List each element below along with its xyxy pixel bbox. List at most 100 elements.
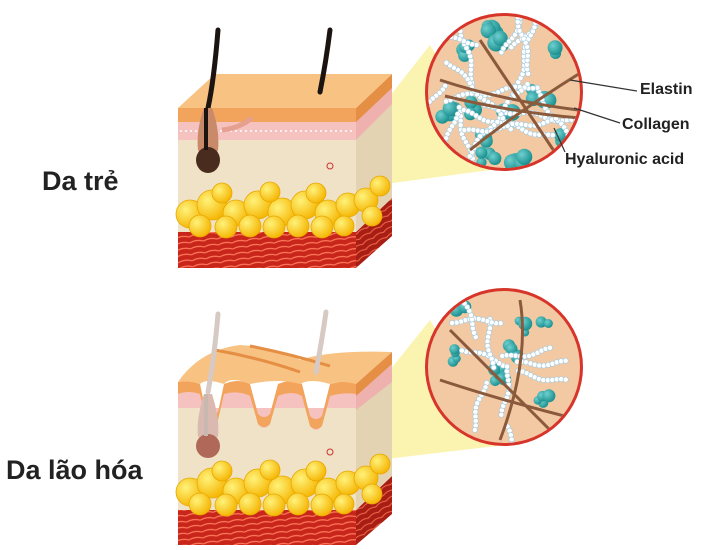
elastin-bead xyxy=(431,178,436,183)
hair-follicle xyxy=(196,27,254,173)
elastin-bead xyxy=(430,191,435,196)
elastin-bead xyxy=(428,35,432,42)
elastin-bead xyxy=(533,2,538,7)
epidermis-layer xyxy=(178,108,356,122)
elastin-bead xyxy=(430,182,435,187)
elastin-bead xyxy=(474,182,479,187)
elastin-bead xyxy=(452,0,457,4)
elastin-bead xyxy=(457,19,464,26)
elastin-bead xyxy=(457,16,464,17)
elastin-bead xyxy=(513,450,518,455)
elastin-bead xyxy=(532,16,539,17)
hyaluronic-molecule xyxy=(518,316,533,331)
elastin-bead xyxy=(552,1,557,6)
elastin-bead xyxy=(434,35,441,41)
elastin-bead xyxy=(521,7,526,12)
elastin-bead xyxy=(430,187,435,192)
elastin-bead xyxy=(387,29,392,34)
hyaluronic-acid-label: Hyaluronic acid xyxy=(565,151,685,168)
hyaluronic-molecule xyxy=(535,316,547,328)
elastin-bead xyxy=(549,132,556,139)
elastin-bead xyxy=(430,35,436,42)
hyaluronic-molecule xyxy=(492,30,508,46)
elastin-bead xyxy=(504,363,510,370)
young-skin-label: Da trẻ xyxy=(42,166,119,196)
elastin-bead xyxy=(472,178,477,183)
elastin-bead xyxy=(405,28,410,33)
elastin-bead xyxy=(455,2,460,7)
elastin-bead xyxy=(570,144,577,151)
muscle-layer xyxy=(178,198,392,268)
elastin-bead xyxy=(518,457,523,462)
hyaluronic-molecule xyxy=(488,151,502,165)
collagen-label: Collagen xyxy=(622,116,690,133)
elastin-bead xyxy=(417,33,422,38)
elastin-bead xyxy=(457,16,464,21)
elastin-bead xyxy=(449,320,455,326)
elastin-bead xyxy=(413,31,418,36)
elastin-bead xyxy=(511,446,516,451)
elastin-bead xyxy=(516,6,521,11)
hair-follicle xyxy=(196,311,221,458)
elastin-bead xyxy=(547,344,553,351)
elastin-bead xyxy=(541,9,546,14)
hyaluronic-molecule xyxy=(442,100,459,117)
elastin-bead xyxy=(382,29,387,34)
elastin-bead xyxy=(471,427,478,433)
hyaluronic-molecule xyxy=(543,319,553,328)
elastin-bead xyxy=(430,196,435,201)
elastin-bead xyxy=(515,0,520,2)
elastin-bead xyxy=(422,35,427,40)
hair-strand xyxy=(317,27,333,95)
elastin-bead xyxy=(438,34,445,41)
magnified-circle-young xyxy=(382,0,583,205)
elastin-bead xyxy=(545,6,550,11)
epidermis-layer xyxy=(178,344,392,430)
elastin-bead xyxy=(515,454,520,459)
elastin-bead xyxy=(521,460,526,465)
elastin-bead xyxy=(556,0,561,4)
elastin-bead xyxy=(524,464,529,469)
elastin-bead xyxy=(443,98,449,105)
elastin-bead xyxy=(548,3,553,8)
elastin-bead xyxy=(523,3,528,8)
elastin-bead xyxy=(526,0,531,4)
elastin-bead xyxy=(453,291,460,296)
muscle-layer xyxy=(178,476,392,545)
elastin-bead xyxy=(479,190,484,195)
elastin-bead xyxy=(391,29,396,34)
elastin-bead xyxy=(481,194,486,199)
elastin-bead xyxy=(526,468,531,473)
aged-skin-diagram xyxy=(175,288,583,545)
fat-layer xyxy=(175,453,391,517)
hyaluronic-molecule xyxy=(516,148,533,165)
elastin-bead xyxy=(568,140,574,147)
elastin-bead xyxy=(529,0,534,1)
elastin-bead xyxy=(455,293,462,300)
elastin-bead xyxy=(471,174,476,179)
elastin-bead xyxy=(559,0,564,1)
hyaluronic-molecule xyxy=(480,22,496,39)
elastin-bead xyxy=(516,1,521,6)
elastin-label: Elastin xyxy=(640,81,693,98)
elastin-bead xyxy=(562,357,569,364)
hyaluronic-molecule xyxy=(449,344,460,355)
young-skin-diagram xyxy=(175,0,638,268)
fat-layer xyxy=(175,175,391,239)
elastin-bead xyxy=(458,347,465,354)
elastin-bead xyxy=(400,28,405,33)
hyaluronic-molecule xyxy=(475,146,488,159)
elastin-bead xyxy=(457,6,462,11)
elastin-bead xyxy=(562,376,569,383)
hyaluronic-molecule xyxy=(542,389,556,403)
elastin-bead xyxy=(533,7,538,12)
elastin-bead xyxy=(538,16,545,18)
magnified-circle-aged xyxy=(425,288,583,473)
callout-lines-young xyxy=(553,79,638,153)
aged-skin-label: Da lão hóa xyxy=(6,455,143,485)
elastin-bead xyxy=(490,364,497,371)
elastin-bead xyxy=(466,153,473,160)
elastin-bead xyxy=(396,28,401,33)
elastin-bead xyxy=(429,200,434,205)
